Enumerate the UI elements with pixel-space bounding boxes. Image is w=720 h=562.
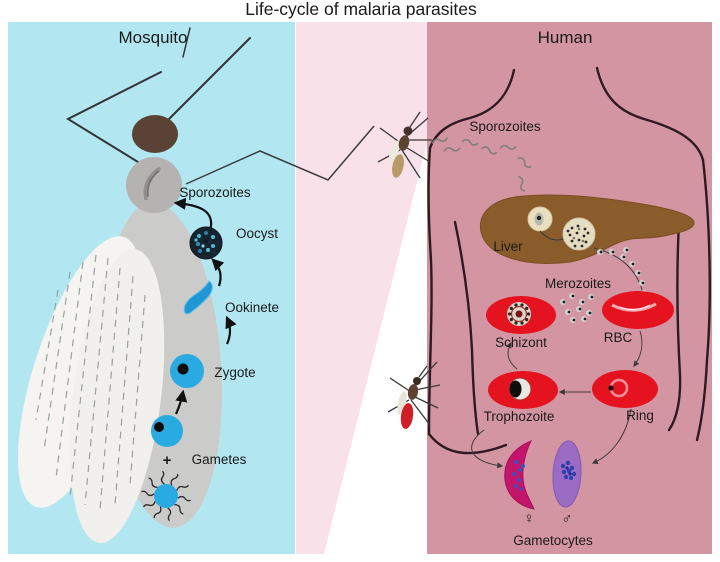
figure-title: Life-cycle of malaria parasites [245,0,477,19]
mosquito-head [132,115,178,153]
ookinete-icon [183,280,213,315]
magnification-beam [296,22,427,554]
label-sporozoites-human: Sporozoites [469,119,541,134]
blood-fed-mosquito-icon [387,361,441,429]
label-gametes: Gametes [192,452,247,467]
trophozoite-icon [488,371,558,409]
human-panel-title: Human [538,28,593,47]
zygote-icon [170,354,204,388]
male-symbol: ♂ [561,510,572,527]
magnification-leader-line [185,125,375,185]
wing-veins [35,254,146,511]
label-schizont: Schizont [495,335,547,350]
mosquito-cycle-arrows [173,197,237,415]
oocyst-speckles [194,231,216,254]
female-gamete-icon [151,415,183,447]
label-ookinete: Ookinete [225,300,279,315]
plus-sign: + [163,452,172,469]
infected-hepatocyte-icon [527,206,553,232]
mosquito-icon [18,27,251,543]
label-trophozoite: Trophozoite [484,409,555,424]
mosquito-panel-title: Mosquito [119,28,188,47]
female-gametocyte-icon [504,440,535,510]
human-panel: Human [377,22,712,554]
sporozoite-in-gland-icon [143,166,162,201]
label-merozoites: Merozoites [545,276,611,291]
ring-stage-icon [592,370,658,408]
oocyst-icon [189,226,223,260]
male-gamete-icon [141,470,191,522]
mosquito-panel: Mosquito [8,22,295,554]
male-gametocyte-icon [552,440,582,508]
liver-icon [479,194,695,264]
mosquito-legs [65,27,251,163]
mosquito-thorax [126,157,182,213]
blood-cycle-arrows [471,330,643,469]
label-rbc: RBC [604,330,633,345]
liver-schizont-icon [562,217,596,251]
label-liver: Liver [493,239,523,254]
label-gametocytes: Gametocytes [513,533,593,548]
mosquito-wings [18,236,165,543]
biting-mosquito-icon [377,111,432,179]
label-oocyst: Oocyst [236,226,278,241]
label-sporozoites-mosquito: Sporozoites [179,185,251,200]
label-ring: Ring [626,408,654,423]
human-body-outline [427,66,711,455]
schizont-icon [486,296,556,334]
female-symbol: ♀ [523,510,534,527]
label-zygote: Zygote [214,365,255,380]
rbc-icon [602,291,674,329]
